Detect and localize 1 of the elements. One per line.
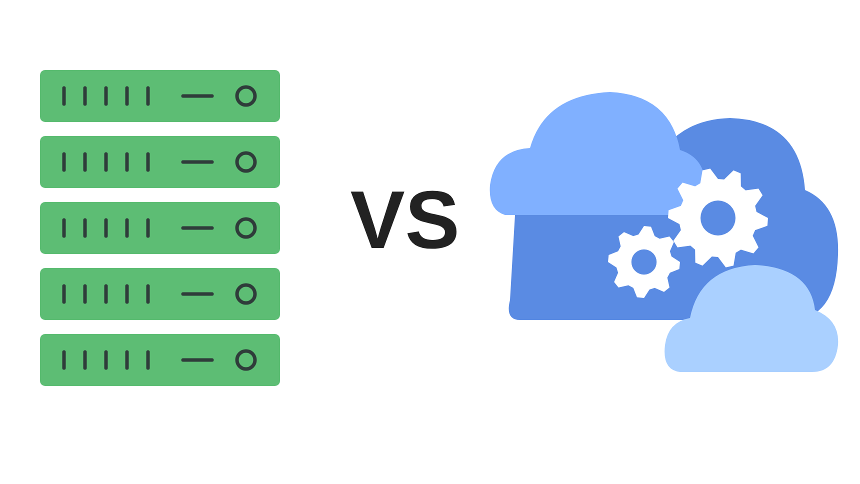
versus-text: VS <box>349 180 461 262</box>
